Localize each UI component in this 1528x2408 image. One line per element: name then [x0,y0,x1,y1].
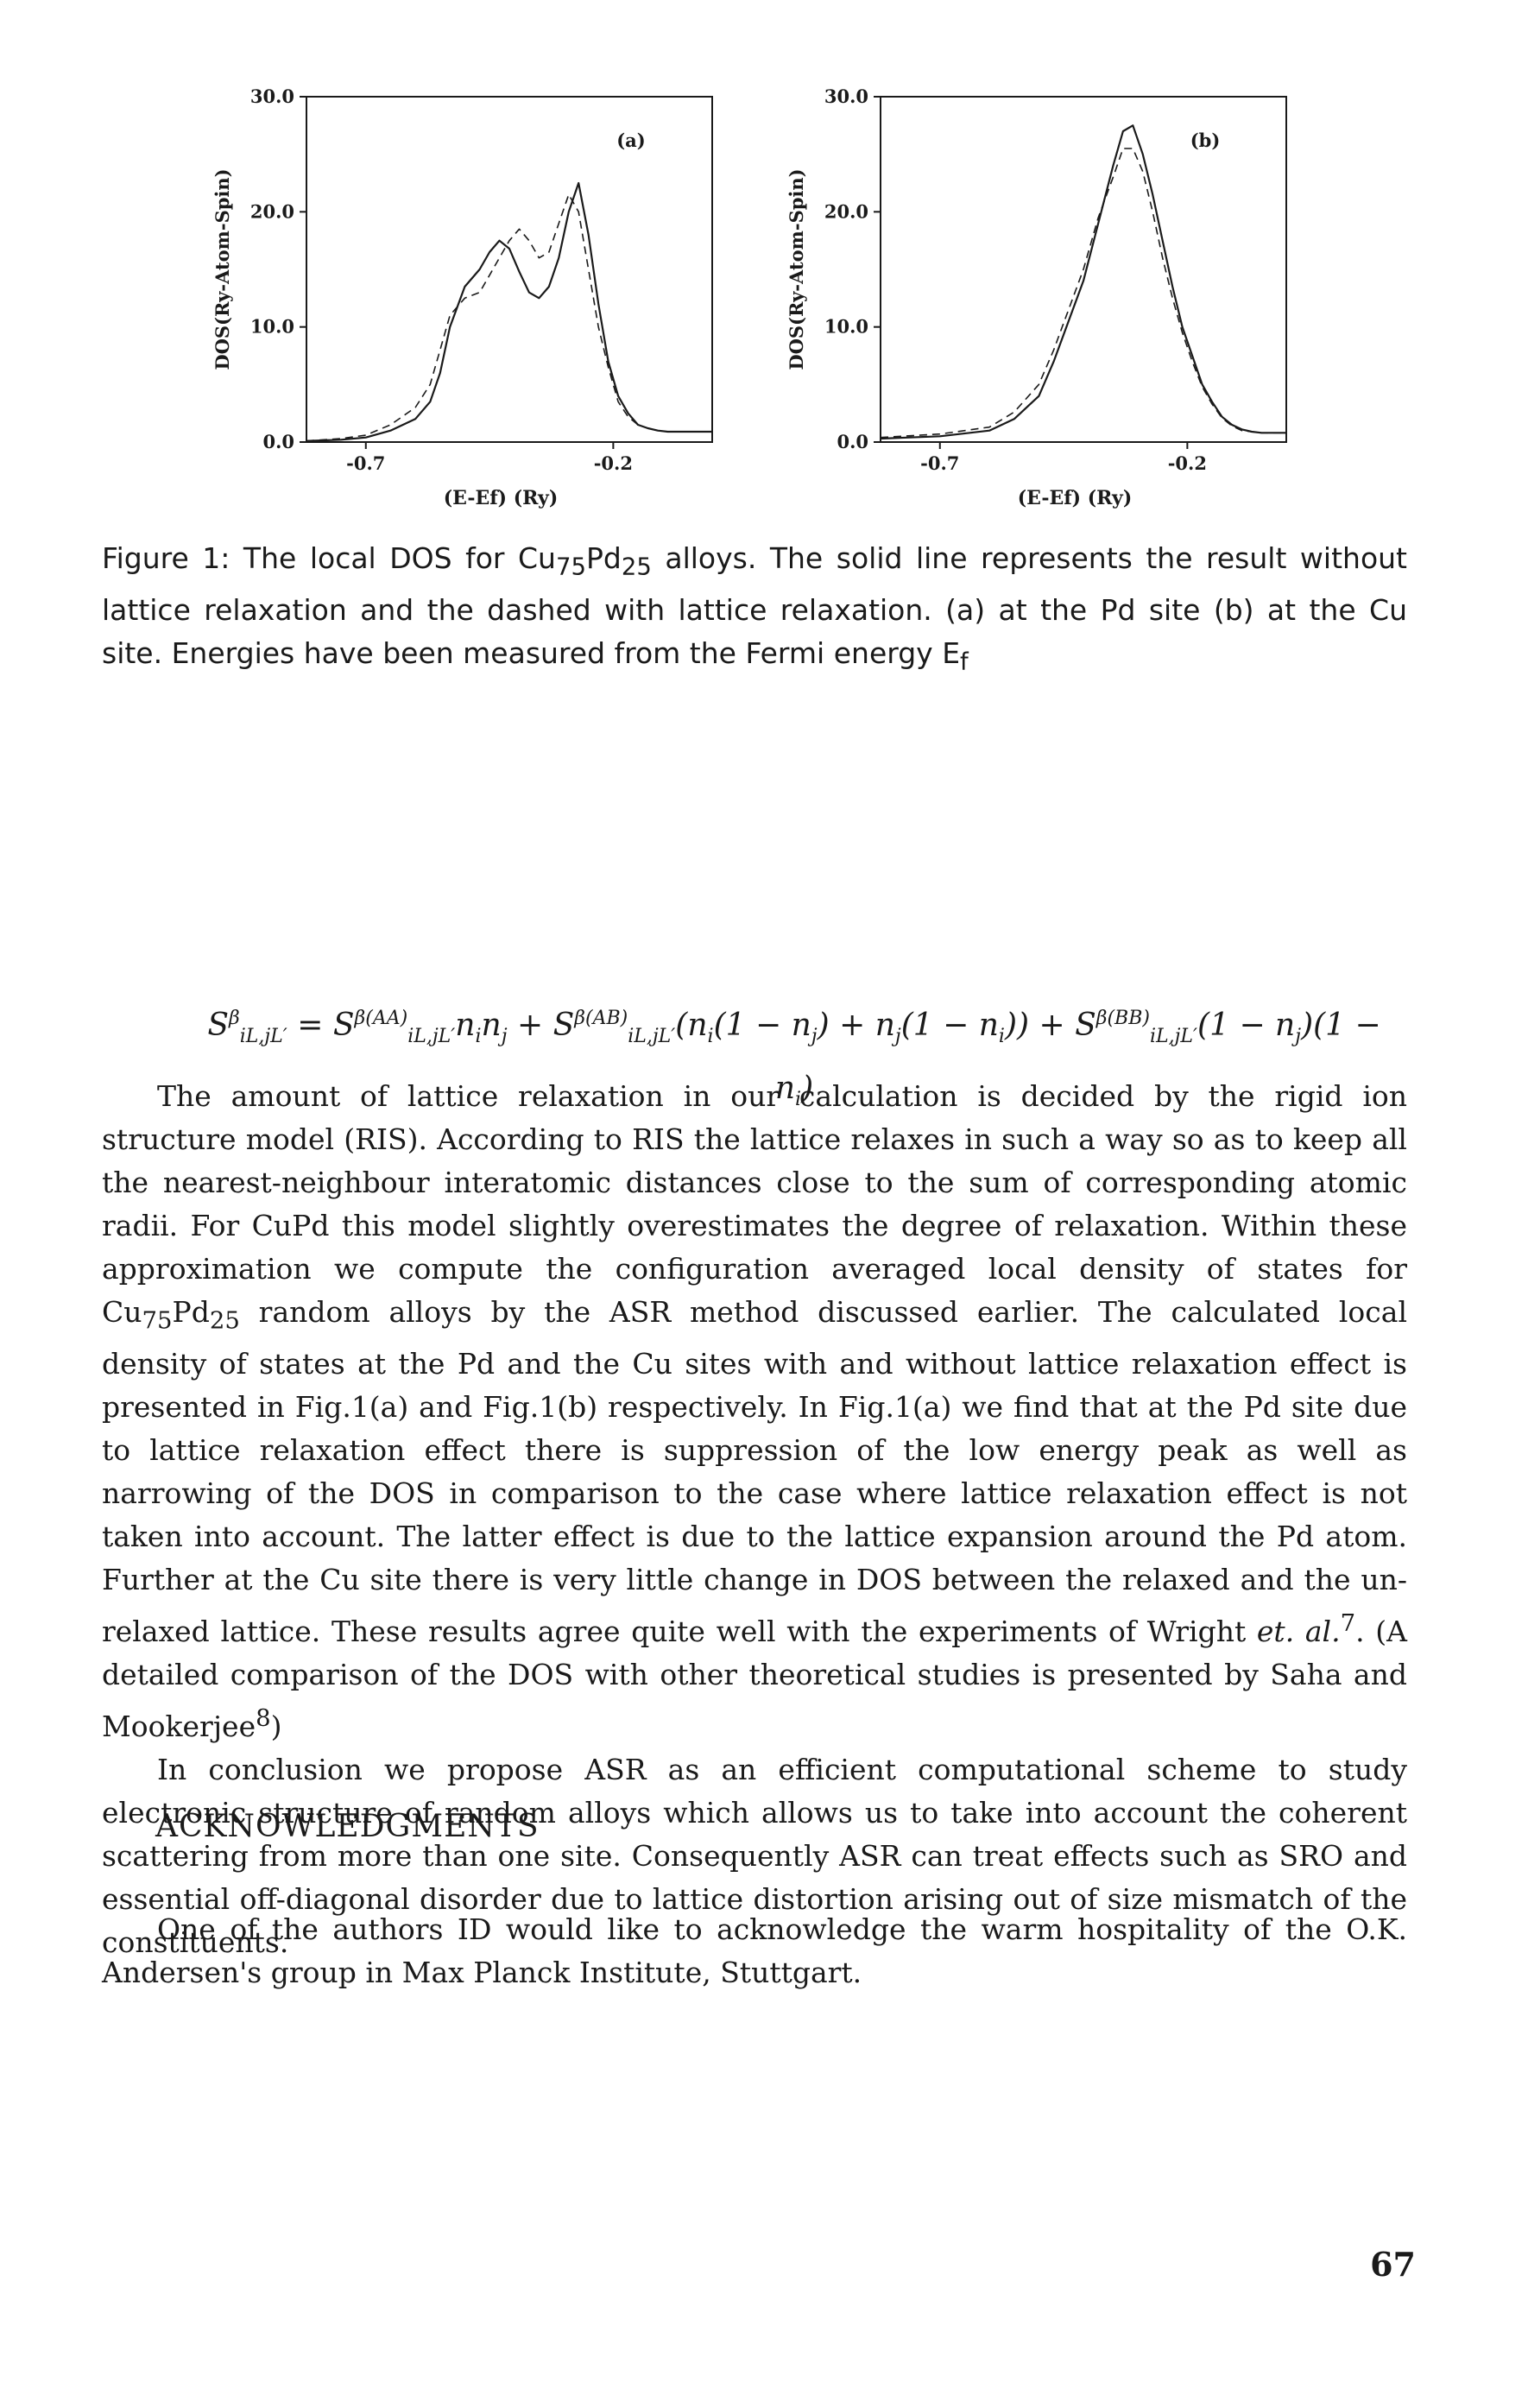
series-line-solid [306,181,712,442]
y-tick-label: 20.0 [250,200,294,222]
body-section: The amount of lattice relaxation in our … [102,1075,1407,1964]
paragraph-acknowledgments: One of the authors ID would like to ackn… [102,1912,1407,1989]
plot-b-svg: 0.0 10.0 20.0 30.0 -0.7 -0.2 (E-Ef) (Ry) DOS(Ry… [786,85,1287,509]
page-number: 67 [1370,2245,1416,2284]
y-tick-label: 10.0 [250,316,294,338]
y-tick-label: 10.0 [824,316,868,338]
y-axis-label: DOS(Ry-Atom-Spin) [786,168,807,370]
panel-label: (a) [616,130,645,151]
series-line-dashed [306,193,712,442]
y-tick-label: 20.0 [824,200,868,222]
plot-frame [306,96,713,443]
plot-a-svg: 0.0 10.0 20.0 30.0 -0.7 -0.2 (E-Ef) (Ry) DOS(Ry… [212,85,713,509]
series-line-dashed [880,148,1286,439]
x-tick-label: -0.7 [346,452,385,474]
panel-label: (b) [1190,130,1221,151]
acknowledgments-heading: ACKNOWLEDGMENTS [155,1809,540,1844]
x-axis-label: (E-Ef) (Ry) [1018,487,1133,509]
y-tick-label: 30.0 [824,85,868,107]
y-axis-label: DOS(Ry-Atom-Spin) [212,168,233,370]
y-tick-label: 30.0 [250,85,294,107]
x-tick-label: -0.7 [920,452,959,474]
x-tick-label: -0.2 [1168,452,1207,474]
equation: SβiL,jL′ = Sβ(AA)iL,jL′ninj + Sβ(AB)iL,j… [207,1008,1381,1111]
y-tick-label: 0.0 [837,431,868,452]
acknowledgments-section: One of the authors ID would like to ackn… [102,1908,1407,1994]
series-line-solid [880,124,1286,440]
y-tick-label: 0.0 [262,431,294,452]
x-axis-label: (E-Ef) (Ry) [444,487,559,509]
figure-caption: Figure 1: The local DOS for Cu75Pd25 all… [102,541,1407,676]
x-tick-label: -0.2 [594,452,633,474]
paragraph-conclusion: In conclusion we propose ASR as an effic… [102,1752,1407,1959]
figure-panel-b: 0.0 10.0 20.0 30.0 -0.7 -0.2 (E-Ef) (Ry) DOS(Ry… [760,69,1312,518]
plot-frame [880,96,1287,443]
paragraph-results: The amount of lattice relaxation in our … [102,1079,1407,1743]
figure-panel-a: 0.0 10.0 20.0 30.0 -0.7 -0.2 (E-Ef) (Ry) DOS(Ry… [186,69,738,518]
